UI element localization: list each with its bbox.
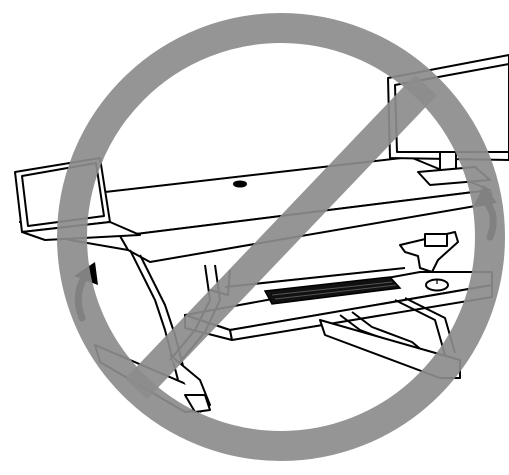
prohibition-sign-icon: [57, 13, 505, 461]
lift-mechanism: [399, 231, 459, 273]
keyboard-icon: [263, 276, 402, 305]
mouse-icon: [425, 278, 449, 292]
